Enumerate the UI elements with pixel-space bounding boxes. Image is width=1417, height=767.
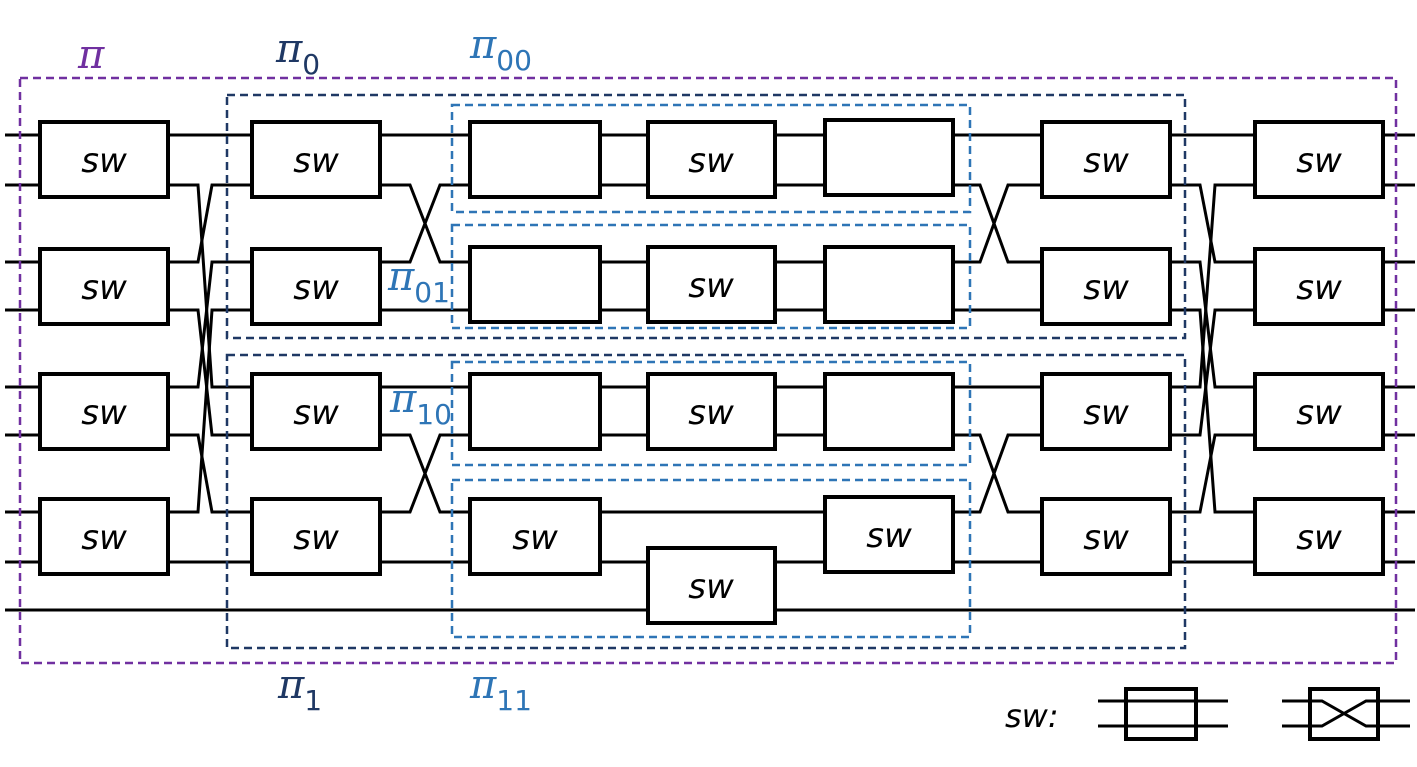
switch: sw [1040,120,1172,199]
switch: sw [38,372,170,451]
label-pi01: π01 [387,254,450,309]
switch: sw [250,120,382,199]
switch: sw [1040,372,1172,451]
switch: sw [250,372,382,451]
switch: sw [646,120,777,199]
empty-box [823,118,955,197]
switch: sw [468,497,602,576]
svg-text:sw: sw [688,567,734,607]
label-pi00: π00 [469,22,532,77]
svg-text:sw: sw [688,393,734,433]
pi01-border [450,223,972,330]
svg-text:sw: sw [1296,141,1342,181]
svg-text:sw: sw [1083,393,1129,433]
svg-text:sw: sw [866,516,912,556]
empty-box [468,245,602,324]
svg-text:sw: sw [1296,393,1342,433]
svg-text:sw: sw [512,518,558,558]
legend-cross-switch [1282,687,1410,741]
switch: sw [250,247,382,326]
switch: sw [38,497,170,576]
label-pi1: π1 [277,662,322,717]
switch: sw [1253,247,1385,326]
svg-text:sw: sw [81,518,127,558]
switch: sw [646,546,777,625]
switch: sw [38,120,170,199]
svg-text:sw: sw [1083,141,1129,181]
switch: sw [250,497,382,576]
empty-box [468,120,602,199]
switch: sw [823,495,955,574]
label-pi: π [77,32,105,78]
switch: sw [1253,120,1385,199]
svg-text:sw: sw [1083,518,1129,558]
empty-box [823,372,955,451]
pi1-border [225,353,1187,650]
switch: sw [1253,497,1385,576]
svg-text:sw: sw [1083,268,1129,308]
switch: sw [646,372,777,451]
empty-box [468,372,602,451]
switch: sw [1253,372,1385,451]
svg-text:sw: sw [81,141,127,181]
pi-border [18,76,1398,665]
label-pi10: π10 [389,376,452,431]
empty-box [823,245,955,324]
svg-text:sw: sw [81,268,127,308]
svg-text:sw: sw [293,518,339,558]
svg-text:sw: sw [81,393,127,433]
svg-text:sw: sw [1296,268,1342,308]
legend: sw: [1005,687,1410,741]
legend-bar-switch [1098,687,1228,741]
svg-text:sw: sw [688,266,734,306]
switch: sw [38,247,170,326]
switch: sw [1040,497,1172,576]
svg-text:sw: sw [1296,518,1342,558]
switch: sw [646,245,777,324]
switch: sw [1040,247,1172,326]
label-pi0: π0 [275,26,320,81]
pi00-border [450,103,972,214]
svg-text:sw: sw [293,141,339,181]
pi10-border [450,360,972,467]
svg-text:sw: sw [293,268,339,308]
svg-text:sw: sw [688,141,734,181]
pi0-border [225,93,1187,340]
svg-text:sw: sw [293,393,339,433]
legend-label: sw: [1005,697,1059,735]
label-pi11: π11 [469,662,532,717]
